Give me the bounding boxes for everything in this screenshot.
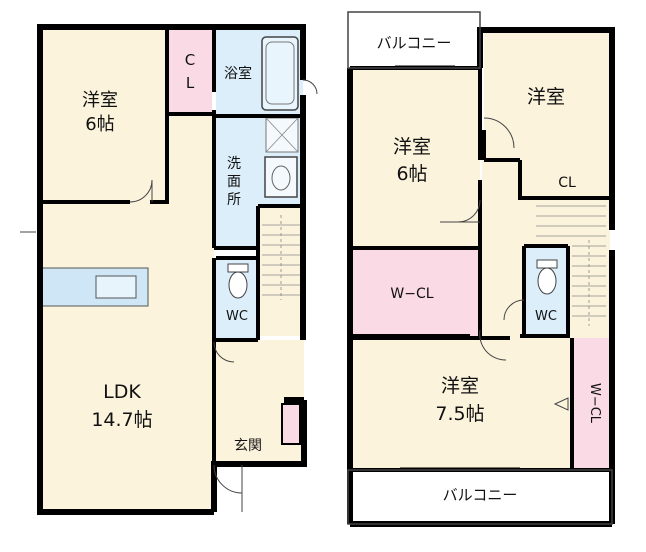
balcony-bottom-fill [348,472,612,524]
washroom-label-2: 面 [227,174,241,190]
windows-2f [395,27,580,469]
washbasin [264,156,298,198]
walkin2-label: W−CL [587,383,602,424]
toilet-2f-label: WC [535,309,557,324]
windows-1f [80,24,160,515]
toilet-bowl [228,271,248,299]
walkin2-fill [572,338,610,468]
ldk-size: 14.7帖 [91,409,152,431]
bedroom-nw-fill [350,68,480,248]
balcony-top-outline [347,11,481,69]
stairs-1f [262,215,300,300]
shoe-cabinet [281,403,301,445]
washroom-label-1: 洗 [227,156,241,172]
bath-label: 浴室 [224,65,252,82]
hall-fill [167,114,214,202]
balcony-bottom-label: バルコニー [443,486,518,504]
floor-2 [347,11,615,527]
bedroom-s-name: 洋室 [441,375,479,397]
toilet2-tank [536,259,558,269]
balcony-top-label: バルコニー [377,34,452,52]
toilet-tank [227,263,249,273]
bedroom-1f-size: 6帖 [85,114,114,135]
washer-cross-2 [265,117,299,153]
bedroom-1f-name: 洋室 [82,90,118,111]
closet-2f-label: CL [558,175,576,191]
labels: 洋室 6帖 C L 浴室 洗 面 所 WC LDK 14.7帖 玄関 バルコニー… [82,34,602,504]
bedroom-s-size: 7.5帖 [435,403,484,425]
bedroom-ne-fill [484,30,612,160]
walkin1-label: W−CL [390,286,433,302]
closet-1f-c: C [185,51,195,69]
doors-2f [440,117,569,411]
bedroom-fill [40,27,167,202]
bedroom-s-fill [350,338,572,468]
balcony-bottom-outline [347,469,613,525]
washroom-label-3: 所 [227,192,241,208]
doors-1f [20,79,318,512]
walkin1-fill [350,250,480,336]
bathtub-inner [265,41,295,105]
entrance-label: 玄関 [234,437,262,454]
bathtub [261,36,299,111]
bedroom-nw-name: 洋室 [393,136,431,158]
washbasin-bowl [271,165,291,191]
ldk-fill [38,202,214,512]
toilet-1f-label: WC [226,309,248,324]
ldk-name: LDK [103,381,141,403]
toilet2-bowl [537,267,557,295]
stairs-2f [536,205,606,326]
closet-fill [167,27,212,114]
floor-1 [20,24,318,515]
balcony-top-fill [348,12,478,68]
closet-1f-l: L [186,74,195,92]
bedroom-ne-label: 洋室 [527,86,565,108]
kitchen-sink [95,275,137,299]
bedroom-nw-size: 6帖 [396,163,427,185]
